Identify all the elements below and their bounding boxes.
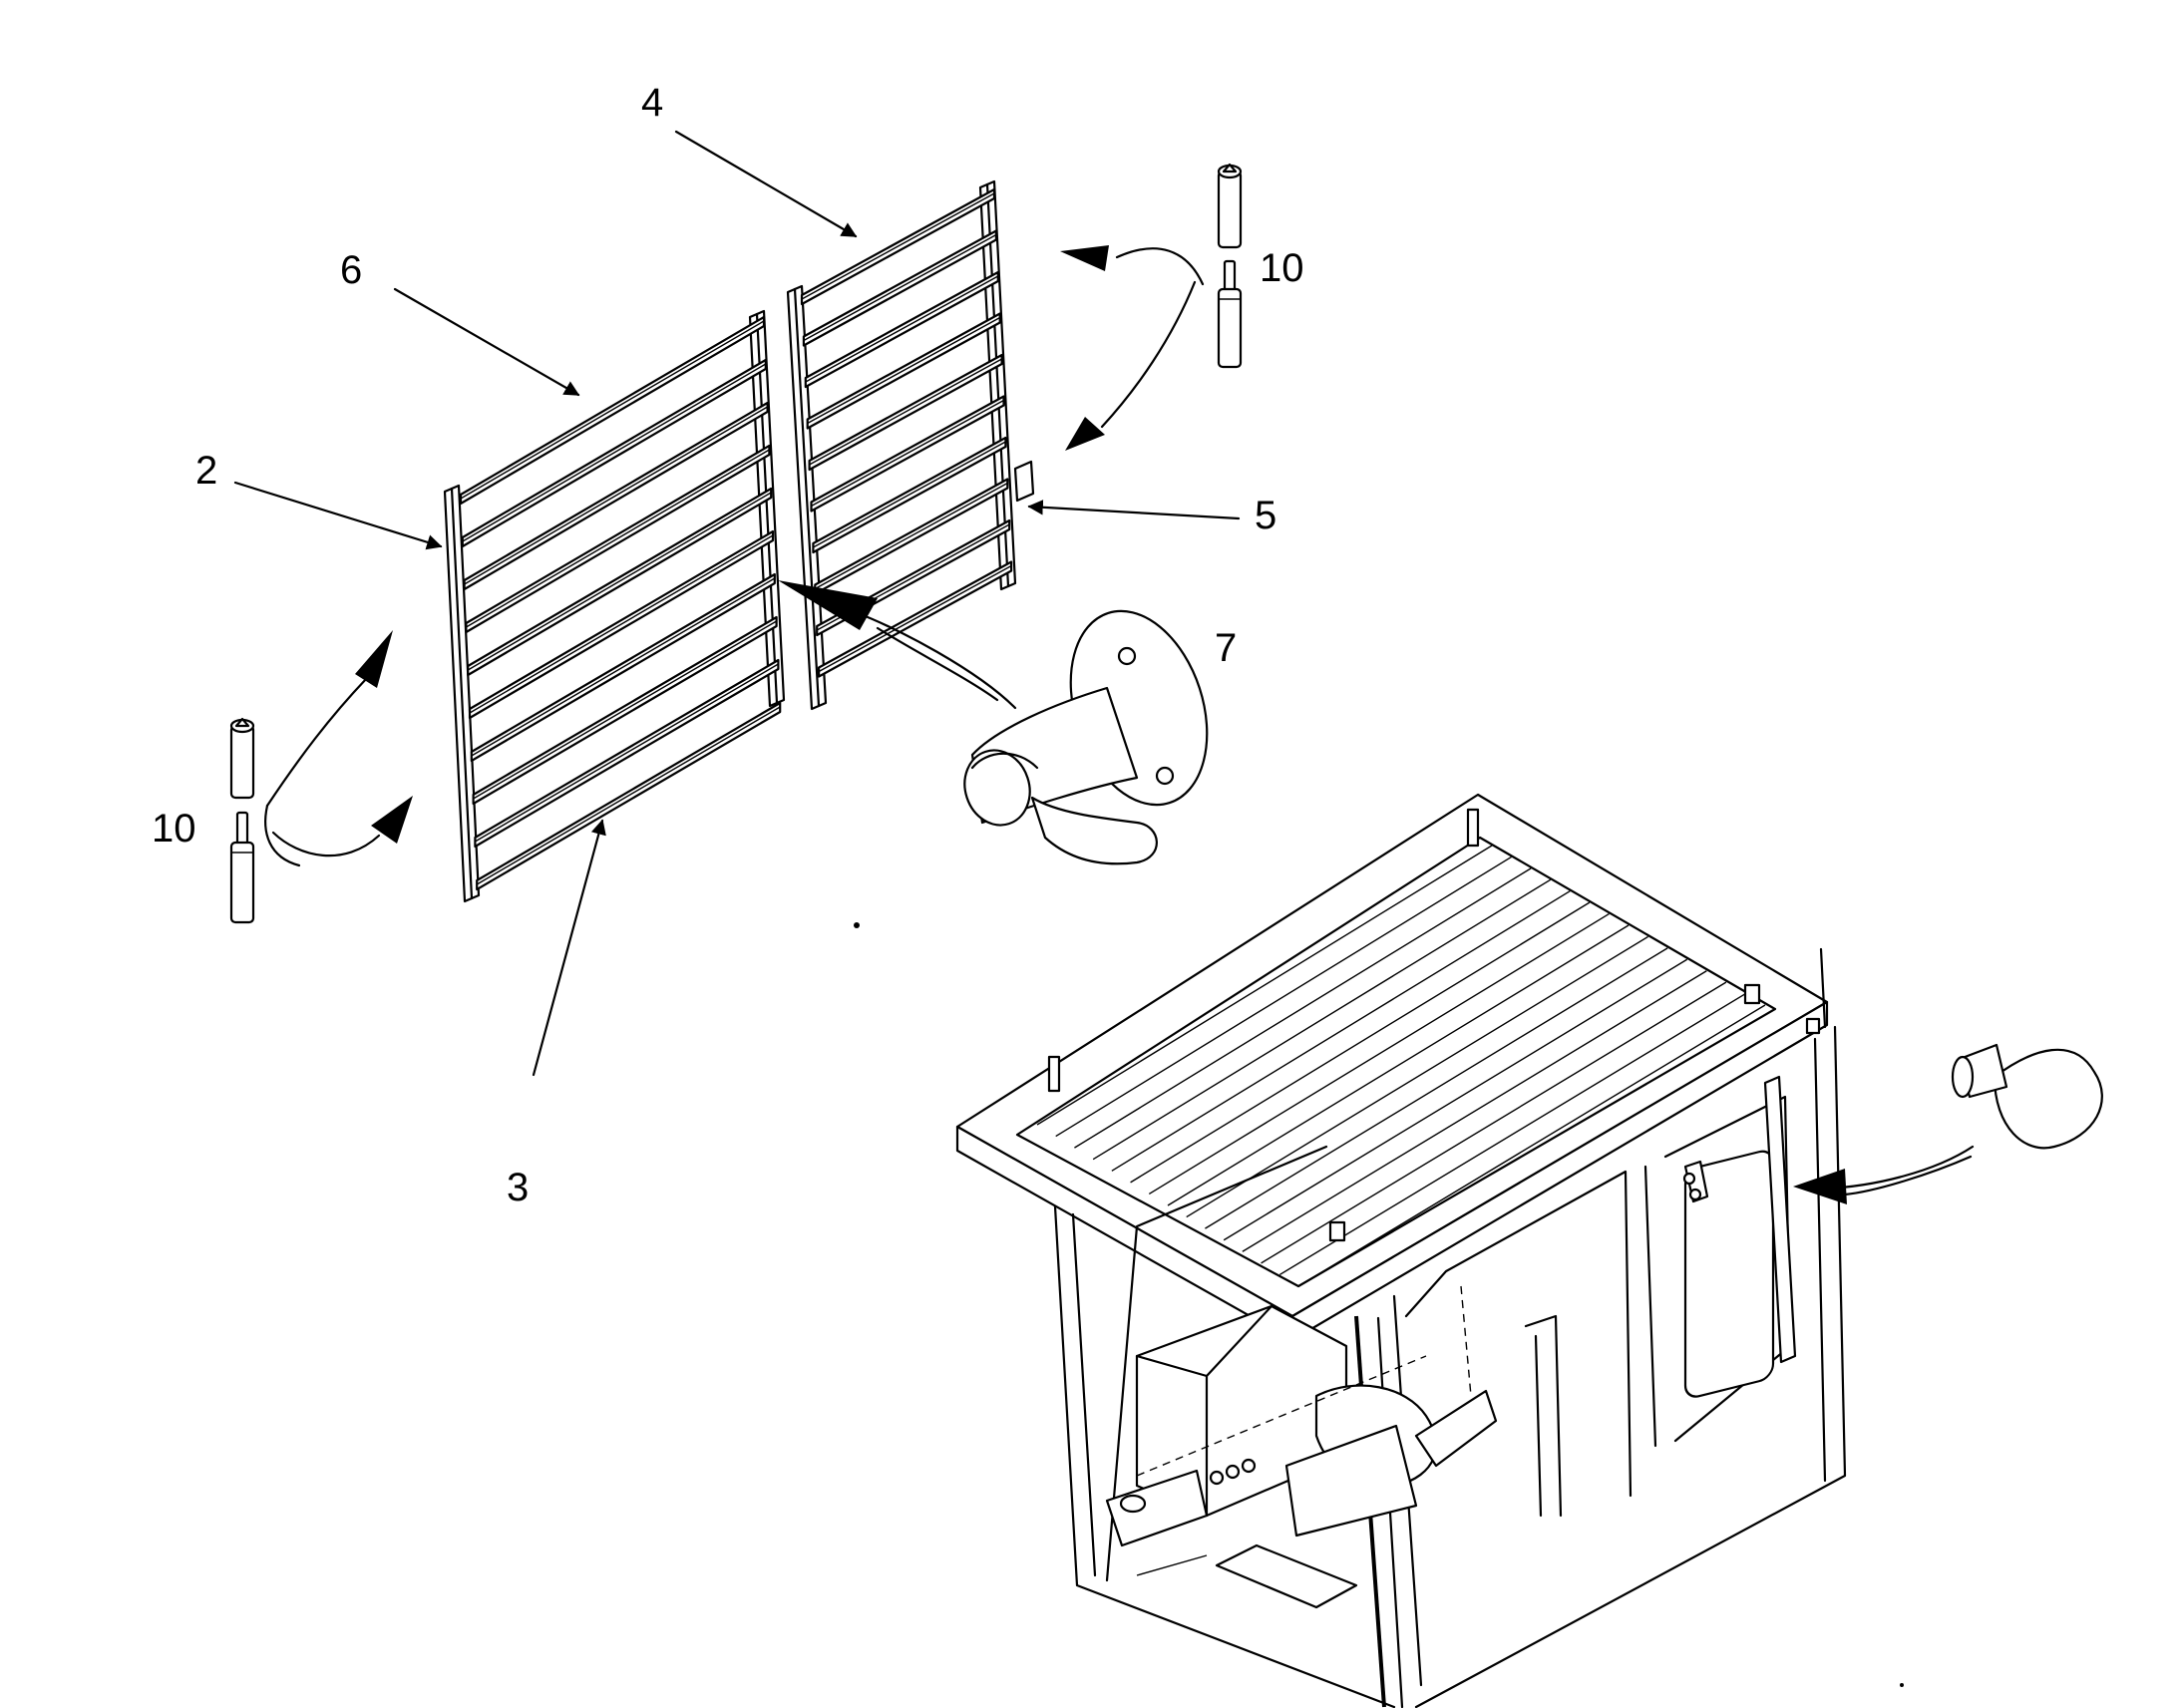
left-slat-edge-4: [466, 449, 770, 628]
left-slat-edge-6: [469, 534, 774, 714]
right-slat-edge-4: [807, 316, 1001, 425]
callout-5: 5: [1255, 494, 1276, 537]
operator-cab: [955, 793, 1847, 1708]
pin-pair-upper: [1060, 163, 1243, 451]
cab-knob: [1793, 1043, 2103, 1204]
right-slat-edge-10: [818, 564, 1012, 673]
left-slat-edge-10: [476, 706, 781, 885]
right-slat-edge-8: [814, 482, 1008, 590]
roof-rib-5: [1111, 890, 1571, 1172]
stray-mark: [854, 922, 860, 928]
roof-rib-8: [1167, 924, 1630, 1206]
callout-10-lower: 10: [152, 807, 196, 851]
pin-pair-lower: [229, 630, 413, 924]
left-slat-edge-8: [473, 620, 777, 800]
left-slat-edge-2: [462, 363, 767, 542]
callout-6: 6: [340, 248, 362, 292]
left-grille-panel: [443, 309, 786, 903]
callout-3: 3: [507, 1166, 529, 1209]
left-slat-edge-1: [460, 320, 765, 500]
roof-rib-13: [1261, 981, 1727, 1264]
callout-2: 2: [195, 449, 217, 493]
callout-10-upper: 10: [1260, 246, 1304, 290]
roof-rib-9: [1186, 935, 1648, 1218]
mounting-handle: [778, 580, 1209, 865]
roof-rib-7: [1148, 912, 1610, 1196]
roof-rib-11: [1223, 958, 1688, 1241]
right-slat-edge-3: [805, 275, 999, 383]
right-slat-edge-2: [803, 233, 997, 342]
roof-rib-10: [1205, 947, 1668, 1229]
roof-rib-3: [1074, 867, 1532, 1149]
right-slat-edge-6: [811, 399, 1004, 508]
callout-labels: 4 6 10 2 5 7 10 3: [152, 81, 1304, 1209]
roof-rib-14: [1278, 992, 1746, 1276]
roof-rib-15: [1297, 1004, 1766, 1287]
right-grille-panel: [786, 179, 1035, 711]
callout-4: 4: [641, 81, 663, 125]
roof-rib-12: [1242, 970, 1707, 1252]
left-slat-edge-3: [464, 406, 768, 585]
left-slat-edge-5: [467, 492, 772, 671]
roof-rib-4: [1092, 878, 1552, 1161]
right-slat-edge-7: [813, 441, 1006, 548]
right-slat-edge-1: [801, 192, 995, 300]
left-slat-edge-7: [471, 577, 776, 757]
roof-rib-6: [1130, 901, 1591, 1184]
roof-rib-1: [1036, 845, 1493, 1126]
stray-mark-2: [1900, 1683, 1904, 1687]
callout-leaders: [233, 130, 1241, 1077]
roof-rib-2: [1055, 855, 1512, 1138]
right-slat-edge-5: [809, 358, 1002, 466]
left-slat-edge-9: [475, 663, 779, 843]
callout-7: 7: [1215, 626, 1237, 670]
